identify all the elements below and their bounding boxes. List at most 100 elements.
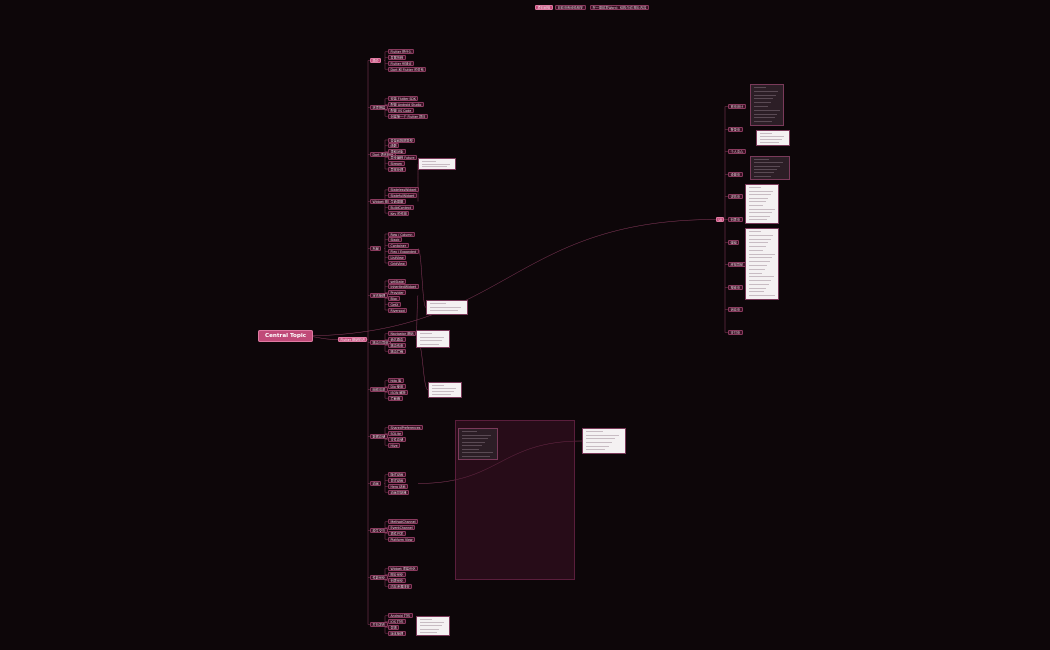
section-9-item-3[interactable]: 动画控制器 <box>388 489 409 495</box>
right-branch[interactable]: UI <box>716 217 725 222</box>
section-1[interactable]: 环境搭建 <box>370 105 388 110</box>
right-item-5[interactable]: 列表页 <box>728 217 743 222</box>
section-11-item-3[interactable]: 内存泄漏排查 <box>388 583 413 589</box>
section-5-item-3[interactable]: Bloc <box>388 295 400 301</box>
section-5-item-1[interactable]: InheritedWidget <box>388 284 419 290</box>
section-1-item-0[interactable]: 安装 Flutter SDK <box>388 96 419 102</box>
section-9-item-1[interactable]: 显式动画 <box>388 478 406 484</box>
section-3-item-2[interactable]: 生命周期 <box>388 199 406 204</box>
section-4-item-0[interactable]: Row / Column <box>388 231 415 237</box>
section-2-item-4[interactable]: Stream <box>388 160 405 166</box>
right-item-6[interactable]: 弹窗 <box>728 240 740 245</box>
section-5[interactable]: 状态管理 <box>370 293 388 298</box>
section-10-item-3[interactable]: Platform View <box>388 536 416 542</box>
section-10-item-2[interactable]: 插件开发 <box>388 530 406 536</box>
section-5-item-4[interactable]: GetX <box>388 301 401 307</box>
section-0-item-1[interactable]: 发展历程 <box>388 55 406 61</box>
section-4-item-5[interactable]: GridView <box>388 260 408 266</box>
section-0-item-0[interactable]: Flutter 是什么 <box>388 49 415 55</box>
central-topic[interactable]: Central Topic <box>258 330 314 342</box>
top-child-2[interactable]: 在一周前发Word：结构介绍 图片内容 <box>590 5 649 10</box>
right-preview-4 <box>745 228 779 300</box>
section-4-item-1[interactable]: Stack <box>388 237 402 243</box>
section-9-item-2[interactable]: Hero 动画 <box>388 483 408 489</box>
section-2-item-3[interactable]: 异步编程 Future <box>388 154 417 160</box>
left-branch[interactable]: Flutter 基础知识 <box>338 337 368 342</box>
section-3-item-4[interactable]: Key 的作用 <box>388 210 410 216</box>
section-2-item-1[interactable]: 函数 <box>388 143 400 149</box>
section-12[interactable]: 打包发布 <box>370 622 388 627</box>
section-9[interactable]: 动画 <box>370 481 382 486</box>
section-2[interactable]: Dart 语言基础 <box>370 152 396 157</box>
section-11-item-2[interactable]: 列表优化 <box>388 577 406 583</box>
section-11[interactable]: 性能优化 <box>370 575 388 580</box>
right-item-3[interactable]: 设置页 <box>728 172 743 177</box>
section-0-item-2[interactable]: Flutter 优缺点 <box>388 60 415 66</box>
right-item-2[interactable]: 个人中心 <box>728 149 746 154</box>
right-item-1[interactable]: 登录页 <box>728 127 743 132</box>
section-1-item-2[interactable]: 配置 VS Code <box>388 107 414 113</box>
preview-thumbnail-5 <box>416 330 450 348</box>
preview-thumbnail-9 <box>582 428 626 454</box>
section-12-item-3[interactable]: 版本管理 <box>388 630 406 636</box>
preview-thumbnail-4 <box>426 300 468 315</box>
section-5-item-0[interactable]: setState <box>388 278 407 284</box>
section-3-item-0[interactable]: StatelessWidget <box>388 187 419 193</box>
section-6-item-2[interactable]: 路由传参 <box>388 342 406 348</box>
section-7-item-3[interactable]: 拦截器 <box>388 395 403 401</box>
section-0[interactable]: 简介 <box>370 58 382 63</box>
section-9-item-0[interactable]: 隐式动画 <box>388 472 406 478</box>
section-6-item-3[interactable]: 路由拦截 <box>388 348 406 354</box>
section-6[interactable]: 路由与导航 <box>370 340 391 345</box>
section-2-item-2[interactable]: 类和对象 <box>388 149 406 155</box>
section-4[interactable]: 布局 <box>370 246 382 251</box>
section-8-item-3[interactable]: Hive <box>388 442 401 448</box>
preview-thumbnail-grid <box>458 428 498 460</box>
section-2-item-0[interactable]: 变量和数据类型 <box>388 137 416 143</box>
section-4-item-3[interactable]: Flex / Expanded <box>388 248 419 254</box>
section-1-item-3[interactable]: 创建第一个 Flutter 项目 <box>388 113 428 119</box>
right-item-9[interactable]: 消息页 <box>728 307 743 312</box>
right-item-0[interactable]: 首页设计 <box>728 104 746 109</box>
section-8-item-2[interactable]: 文件存储 <box>388 436 406 442</box>
section-6-item-1[interactable]: 命名路由 <box>388 337 406 343</box>
section-12-item-1[interactable]: iOS 打包 <box>388 619 406 625</box>
section-10[interactable]: 原生交互 <box>370 528 388 533</box>
section-5-item-2[interactable]: Provider <box>388 290 407 296</box>
right-item-7[interactable]: 底部导航 <box>728 262 746 267</box>
section-7-item-0[interactable]: http 库 <box>388 378 404 384</box>
section-7[interactable]: 网络请求 <box>370 387 388 392</box>
right-preview-3 <box>745 184 779 224</box>
section-12-item-0[interactable]: Android 打包 <box>388 613 413 619</box>
section-5-item-5[interactable]: Riverpod <box>388 307 408 313</box>
right-item-8[interactable]: 搜索页 <box>728 285 743 290</box>
connector-line <box>417 440 583 484</box>
section-10-item-0[interactable]: MethodChannel <box>388 519 419 525</box>
section-7-item-1[interactable]: Dio 使用 <box>388 384 406 390</box>
section-3-item-1[interactable]: StatefulWidget <box>388 193 417 199</box>
section-11-item-1[interactable]: 图片优化 <box>388 572 406 578</box>
section-0-item-3[interactable]: Dart 和 Flutter 的关系 <box>388 66 427 72</box>
section-4-item-2[interactable]: Container <box>388 243 409 249</box>
right-item-10[interactable]: 支付页 <box>728 330 743 335</box>
preview-thumbnail-3 <box>418 158 456 170</box>
top-child-1[interactable]: 目前没有经验相关 <box>555 5 586 10</box>
section-1-item-1[interactable]: 配置 Android Studio <box>388 102 424 108</box>
section-8[interactable]: 数据存储 <box>370 434 388 439</box>
section-6-item-0[interactable]: Navigator 基础 <box>388 331 416 337</box>
central-to-right-branch <box>299 219 717 337</box>
section-3-item-3[interactable]: BuildContext <box>388 204 414 210</box>
section-8-item-0[interactable]: SharedPreferences <box>388 425 423 431</box>
section-12-item-2[interactable]: 混淆 <box>388 624 400 630</box>
section-10-item-1[interactable]: EventChannel <box>388 525 416 531</box>
connector-line <box>417 248 427 308</box>
section-4-item-4[interactable]: ListView <box>388 254 407 260</box>
section-8-item-1[interactable]: SQLite <box>388 431 404 437</box>
section-2-item-5[interactable]: 异常处理 <box>388 166 406 172</box>
section-11-item-0[interactable]: Widget 重建优化 <box>388 566 418 572</box>
section-7-item-2[interactable]: JSON 解析 <box>388 389 409 395</box>
top-node[interactable]: 项目经验 <box>535 5 553 10</box>
right-preview-1 <box>756 130 790 146</box>
right-item-4[interactable]: 详情页 <box>728 194 743 199</box>
